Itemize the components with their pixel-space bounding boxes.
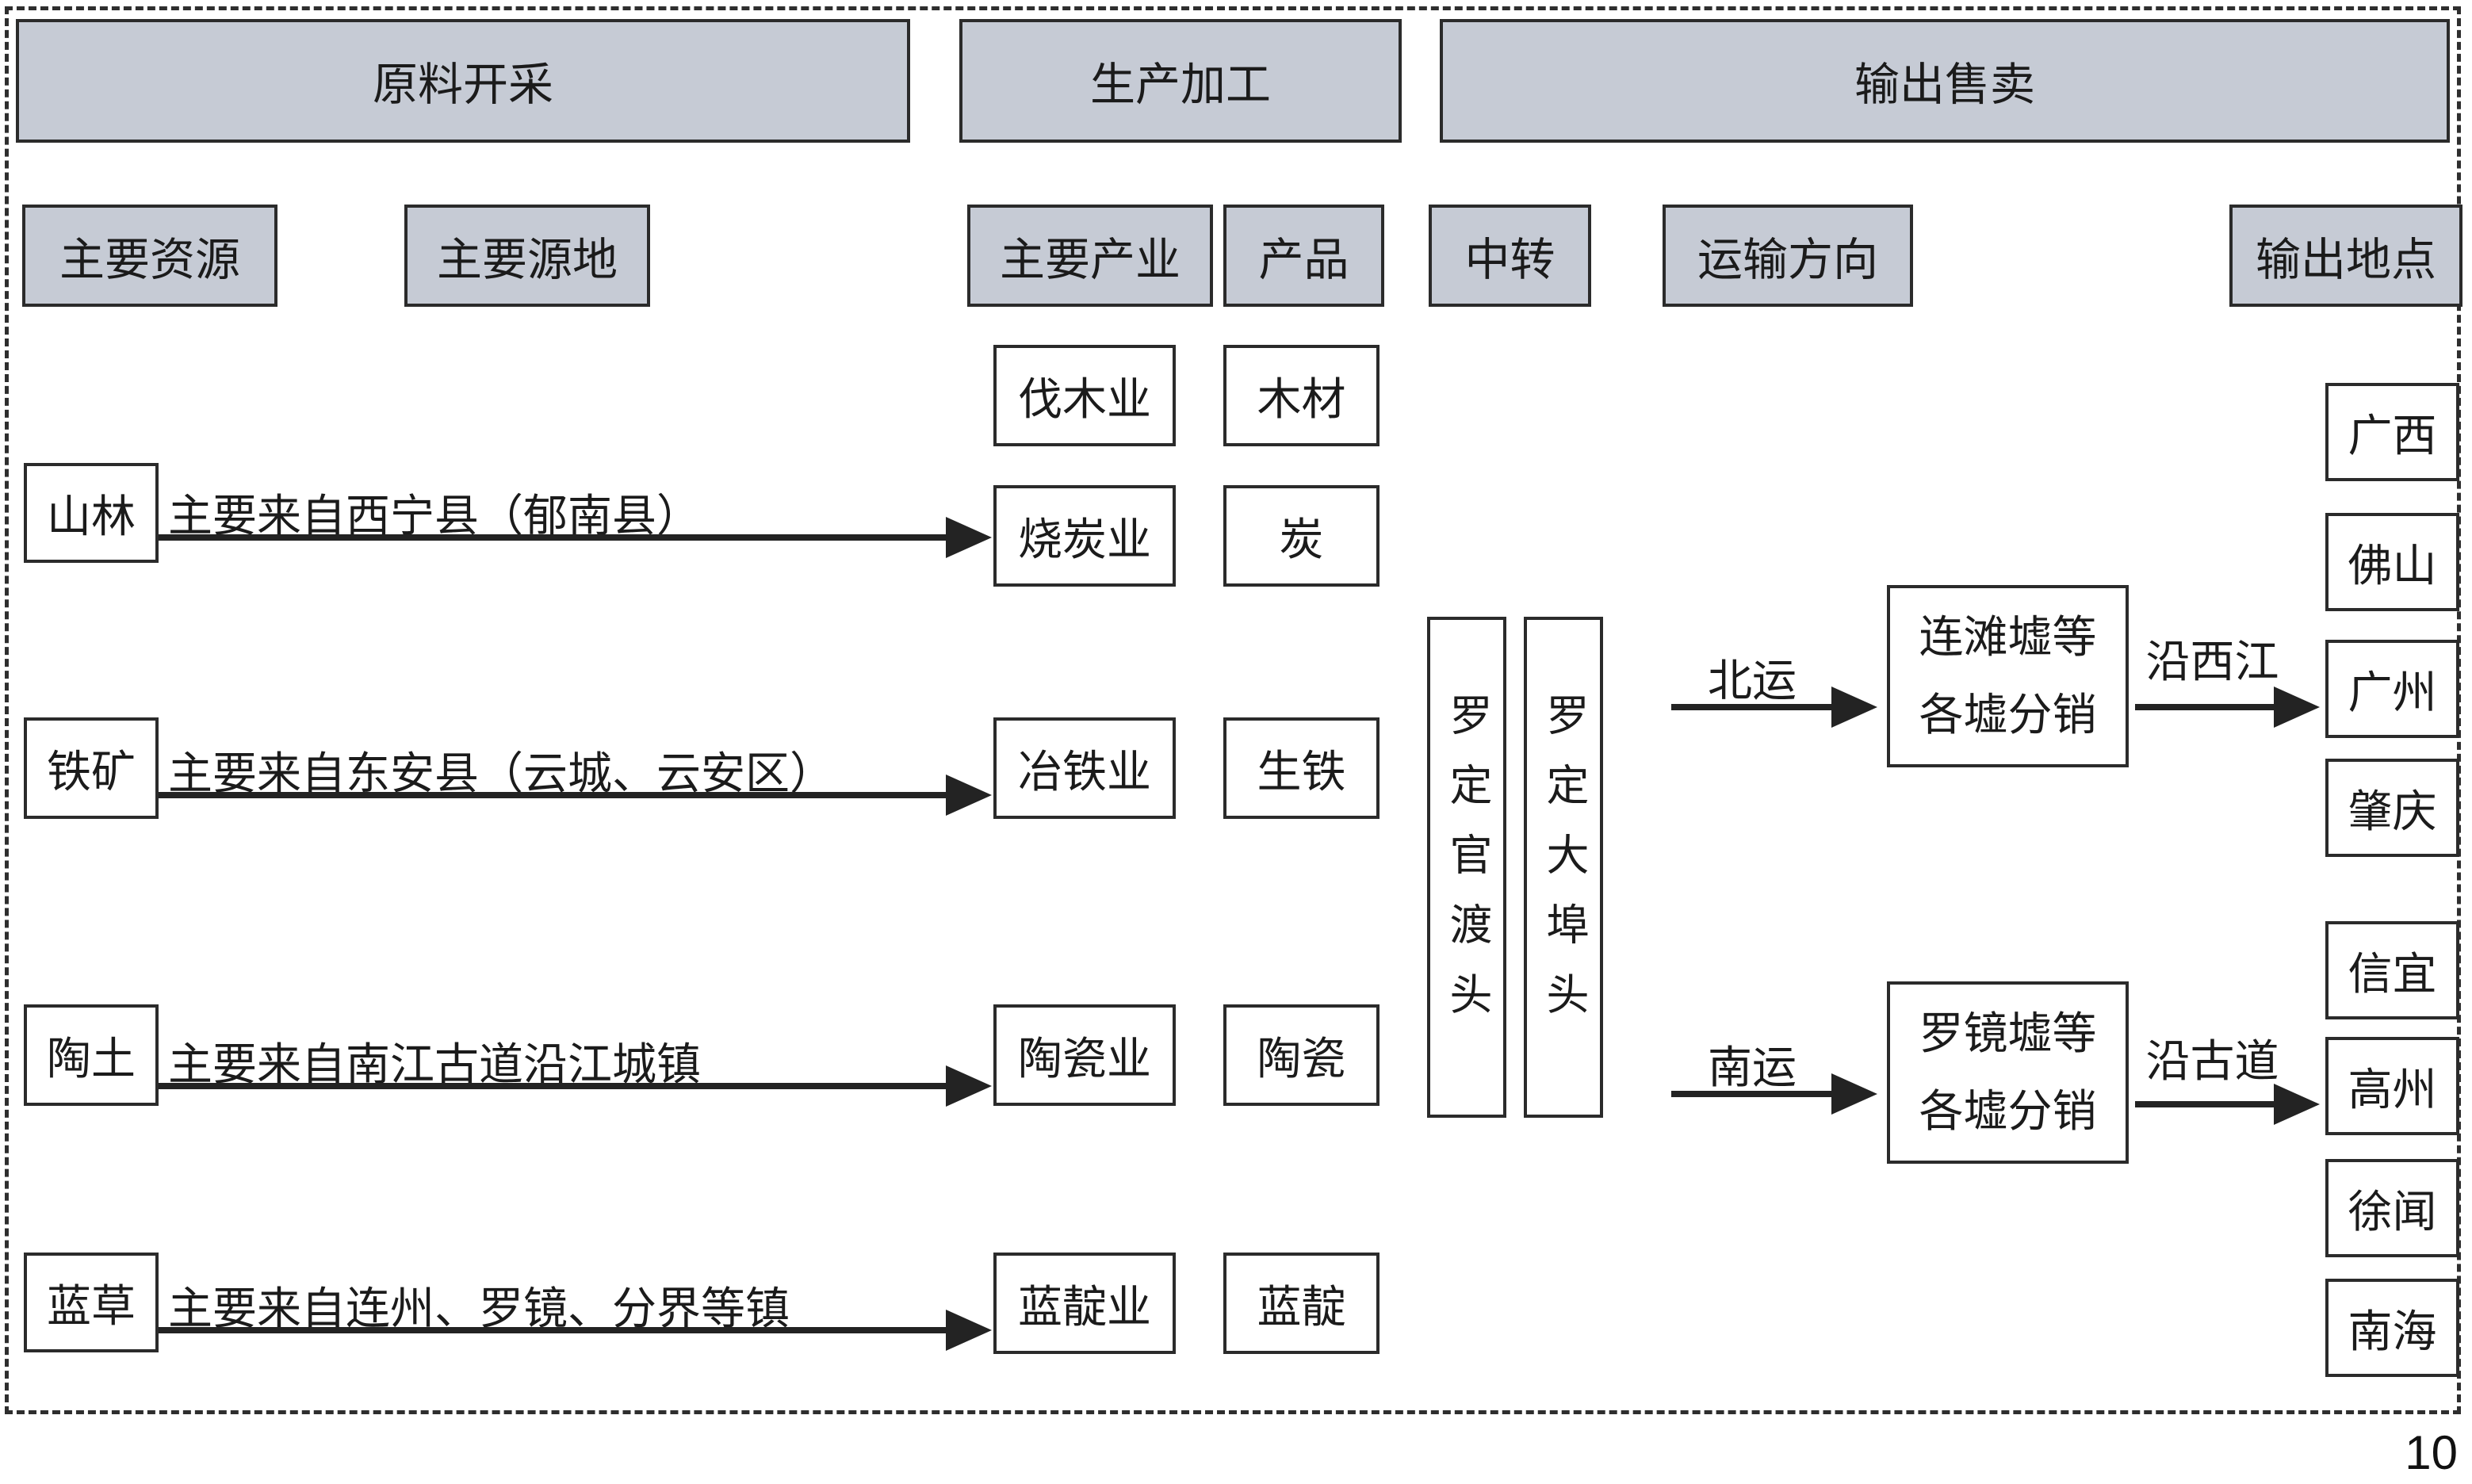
column-header-label: 主要资源 [59,234,240,285]
industry-label: 伐木业 [1018,373,1151,424]
distribution-line1: 罗镜墟等 [1919,1008,2097,1058]
distribution-line1: 连滩墟等 [1919,612,2097,662]
destination-label: 徐闻 [2348,1186,2437,1237]
column-header-main-industries: 主要产业 [967,205,1213,307]
product-box-charcoal: 炭 [1223,485,1379,587]
stage-header-processing: 生产加工 [959,19,1402,143]
destination-label: 信宜 [2348,948,2437,999]
column-header-products: 产品 [1223,205,1384,307]
destination-box-guangxi: 广西 [2325,383,2459,481]
arrow-line [2135,704,2276,710]
resource-label: 铁矿 [47,746,136,797]
destination-label: 肇庆 [2348,786,2437,836]
distribution-box-luojing: 罗镜墟等 各墟分销 [1887,981,2129,1164]
distribution-box-liantan: 连滩墟等 各墟分销 [1887,585,2129,767]
destination-box-xinyi: 信宜 [2325,921,2459,1019]
destination-label: 南海 [2348,1306,2437,1356]
resource-label: 蓝草 [47,1280,136,1331]
column-header-export-locations: 输出地点 [2229,205,2462,307]
column-header-transport-direction: 运输方向 [1663,205,1913,307]
column-header-label: 产品 [1258,234,1349,285]
arrow-line [159,534,948,541]
column-header-main-origins: 主要源地 [404,205,650,307]
transit-box-dabutou: 罗定大埠头 [1524,617,1603,1118]
product-label: 陶瓷 [1257,1033,1346,1084]
arrow-line [159,792,948,798]
industry-box-iron-smelting: 冶铁业 [993,717,1176,819]
arrow-line [1671,704,1834,710]
industry-label: 蓝靛业 [1018,1281,1151,1332]
arrow-line [2135,1101,2276,1107]
product-box-pig-iron: 生铁 [1223,717,1379,819]
source-text-row4: 主要来自连州、罗镜、分界等镇 [168,1283,790,1333]
route-direction-label-north: 北运 [1708,656,1797,706]
column-header-main-resources: 主要资源 [22,205,277,307]
via-label-west-river: 沿西江 [2145,637,2279,687]
stage-header-label: 原料开采 [373,59,553,110]
distribution-line2: 各墟分销 [1919,1086,2097,1136]
industry-box-ceramics: 陶瓷业 [993,1004,1176,1106]
product-label: 木材 [1257,373,1346,424]
arrow-line [1671,1091,1834,1097]
destination-label: 广州 [2348,667,2437,717]
source-text-row3: 主要来自南江古道沿江城镇 [168,1039,701,1089]
distribution-line2: 各墟分销 [1919,690,2097,740]
arrow-line [159,1327,948,1333]
stage-header-export-sale: 输出售卖 [1440,19,2450,143]
page-number: 10 [2405,1426,2458,1479]
column-header-transit: 中转 [1429,205,1591,307]
arrow-right-head-icon [1831,687,1877,728]
column-header-label: 主要产业 [1000,234,1181,285]
route-direction-label-south: 南运 [1708,1042,1797,1092]
destination-label: 高州 [2348,1064,2437,1115]
industry-label: 冶铁业 [1018,746,1151,797]
resource-label: 陶土 [47,1033,136,1084]
destination-box-zhaoqing: 肇庆 [2325,759,2459,857]
destination-label: 佛山 [2348,540,2437,591]
industry-box-logging: 伐木业 [993,345,1176,446]
resource-label: 山林 [47,491,136,541]
stage-header-raw-material: 原料开采 [16,19,910,143]
arrow-right-head-icon [1831,1073,1877,1115]
product-box-timber: 木材 [1223,345,1379,446]
destination-label: 广西 [2348,410,2437,461]
destination-box-gaozhou: 高州 [2325,1037,2459,1135]
destination-box-foshan: 佛山 [2325,513,2459,611]
product-box-ceramics: 陶瓷 [1223,1004,1379,1106]
column-header-label: 中转 [1464,234,1556,285]
product-label: 蓝靛 [1257,1281,1346,1332]
industry-label: 陶瓷业 [1018,1033,1151,1084]
destination-box-guangzhou: 广州 [2325,640,2459,738]
industry-box-charcoal: 烧炭业 [993,485,1176,587]
column-header-label: 主要源地 [437,234,618,285]
industry-box-indigo-dye: 蓝靛业 [993,1253,1176,1354]
destination-box-xuwen: 徐闻 [2325,1159,2459,1257]
arrow-right-head-icon [2274,1084,2320,1125]
source-text-row2: 主要来自东安县（云城、云安区） [168,748,834,798]
arrow-right-head-icon [946,517,992,558]
product-label: 炭 [1279,514,1324,564]
destination-box-nanhai: 南海 [2325,1279,2459,1377]
transit-label: 罗定大埠头 [1540,693,1587,1042]
product-label: 生铁 [1257,746,1346,797]
industry-label: 烧炭业 [1018,514,1151,564]
resource-box-iron-ore: 铁矿 [24,717,159,819]
resource-box-pottery-clay: 陶土 [24,1004,159,1106]
resource-box-mountain-forest: 山林 [24,463,159,563]
column-header-label: 运输方向 [1697,234,1878,285]
transit-box-guandutou: 罗定官渡头 [1427,617,1506,1118]
source-text-row1: 主要来自西宁县（郁南县） [168,491,701,541]
arrow-right-head-icon [946,1310,992,1351]
product-box-indigo: 蓝靛 [1223,1253,1379,1354]
resource-box-indigo-plant: 蓝草 [24,1253,159,1352]
transit-label: 罗定官渡头 [1443,693,1490,1042]
arrow-right-head-icon [946,775,992,816]
arrow-line [159,1083,948,1089]
arrow-right-head-icon [2274,687,2320,728]
arrow-right-head-icon [946,1065,992,1107]
stage-header-label: 生产加工 [1090,59,1271,110]
stage-header-label: 输出售卖 [1854,59,2035,110]
column-header-label: 输出地点 [2256,234,2436,285]
via-label-ancient-road: 沿古道 [2145,1036,2279,1086]
